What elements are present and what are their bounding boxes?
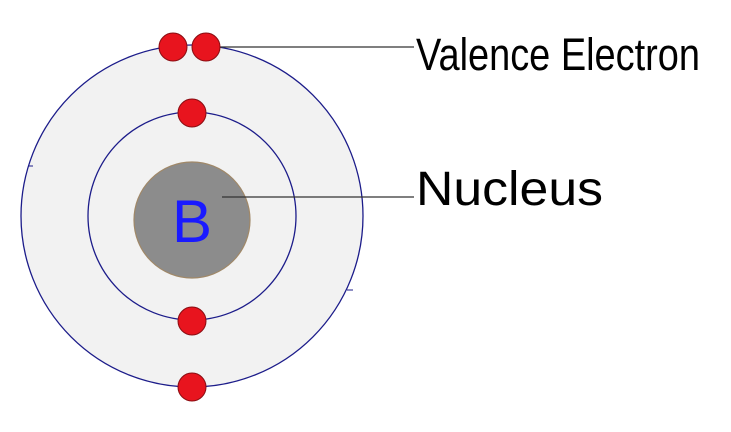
valence-electron [191, 32, 221, 62]
inner-electron [177, 98, 207, 128]
inner-electron [177, 306, 207, 336]
nucleus-label: Nucleus [416, 163, 603, 216]
valence-electron [158, 32, 188, 62]
valence-electron-label: Valence Electron [416, 29, 700, 80]
valence-electron [177, 372, 207, 402]
nucleus-symbol: B [172, 188, 212, 255]
nucleus [133, 161, 251, 279]
